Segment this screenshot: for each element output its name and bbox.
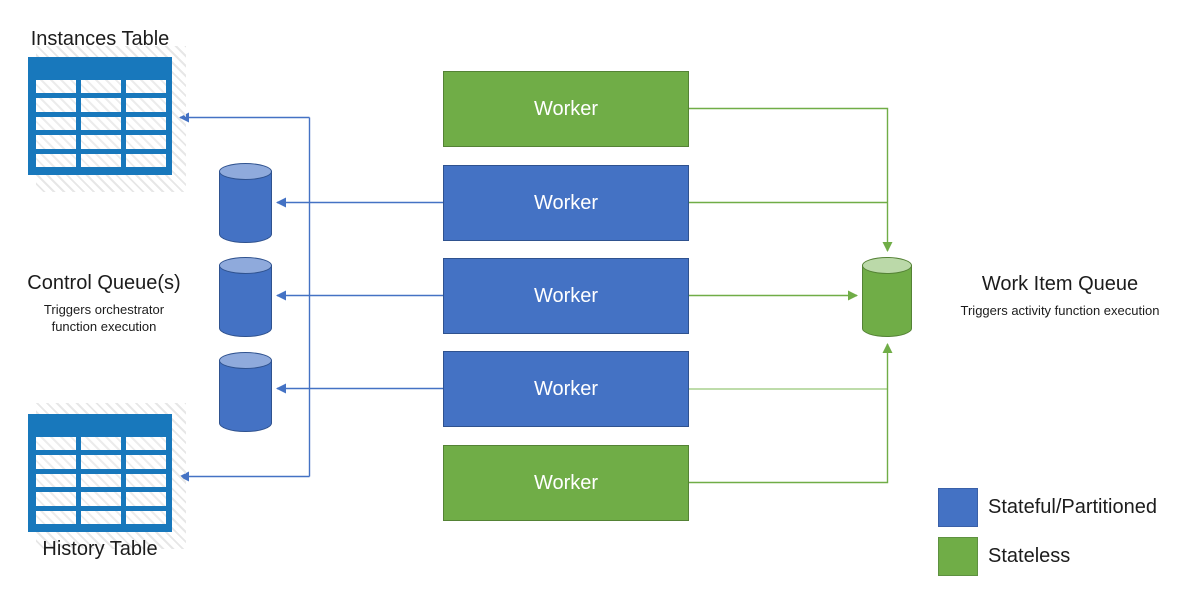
legend-label-stateless: Stateless: [988, 545, 1071, 567]
table-cell: [36, 510, 76, 524]
legend-item-stateless: Stateless: [938, 537, 1070, 576]
table-cell: [36, 116, 76, 131]
table-cell: [81, 473, 121, 488]
worker-label: Worker: [533, 284, 599, 307]
worker-box-1: Worker: [443, 71, 689, 147]
worker-label: Worker: [533, 471, 599, 494]
control-queues-subtitle-line2: function execution: [51, 319, 157, 334]
table-cell: [81, 492, 121, 506]
work-item-queue-subtitle: Triggers activity function execution: [960, 303, 1160, 318]
table-cell: [81, 135, 121, 149]
control-queue-cylinder-1: [219, 163, 272, 243]
table-cell: [126, 473, 166, 488]
control-queues-subtitle-line1: Triggers orchestrator: [43, 302, 165, 317]
cylinder-body: [862, 265, 912, 337]
cylinder-body: [219, 171, 272, 243]
work-item-queue-cylinder: [862, 257, 912, 337]
table-cell: [36, 80, 76, 94]
table-cell: [81, 116, 121, 131]
legend-swatch-stateless: [938, 537, 978, 576]
table-cell: [36, 98, 76, 112]
history-table-label: History Table: [42, 538, 158, 560]
worker-box-4: Worker: [443, 351, 689, 427]
worker-label: Worker: [533, 191, 599, 214]
legend-label-stateful: Stateful/Partitioned: [988, 496, 1157, 518]
table-cell: [126, 80, 166, 94]
table-cell: [81, 153, 121, 167]
cylinder-top: [219, 163, 272, 180]
table-cell: [81, 437, 121, 451]
worker-label: Worker: [533, 377, 599, 400]
table-cell: [81, 80, 121, 94]
table-cell: [36, 153, 76, 167]
control-queue-cylinder-3: [219, 352, 272, 432]
instances-table-icon: [28, 57, 172, 175]
worker-label: Worker: [533, 97, 599, 120]
table-cell: [36, 492, 76, 506]
work-item-queue-title: Work Item Queue: [981, 273, 1139, 295]
table-cell: [126, 510, 166, 524]
work-item-queue-annotation: Work Item Queue Triggers activity functi…: [930, 273, 1190, 319]
table-cell: [126, 437, 166, 451]
table-cell: [36, 473, 76, 488]
table-cell: [36, 135, 76, 149]
table-cell: [126, 492, 166, 506]
control-queues-subtitle: Triggers orchestrator function execution: [8, 301, 200, 335]
table-cell: [126, 116, 166, 131]
cylinder-top: [862, 257, 912, 274]
worker-box-2: Worker: [443, 165, 689, 241]
worker-box-3: Worker: [443, 258, 689, 334]
table-cell: [81, 455, 121, 469]
table-cell: [81, 98, 121, 112]
control-queue-cylinder-2: [219, 257, 272, 337]
table-cell: [36, 437, 76, 451]
table-cell: [126, 153, 166, 167]
table-cell: [126, 135, 166, 149]
cylinder-top: [219, 352, 272, 369]
control-queues-annotation: Control Queue(s) Triggers orchestrator f…: [8, 272, 200, 335]
legend-swatch-stateful: [938, 488, 978, 527]
table-cell: [81, 510, 121, 524]
control-queues-title: Control Queue(s): [27, 272, 181, 294]
table-cell: [126, 455, 166, 469]
cylinder-body: [219, 360, 272, 432]
arrow-worker1-to-work-item-queue: [689, 107, 893, 252]
arrow-worker5-to-work-item-queue: [689, 343, 893, 484]
instances-table-label: Instances Table: [30, 28, 170, 50]
table-cell: [126, 98, 166, 112]
cylinder-top: [219, 257, 272, 274]
table-cell: [36, 455, 76, 469]
worker-box-5: Worker: [443, 445, 689, 521]
legend-item-stateful: Stateful/Partitioned: [938, 488, 1157, 527]
history-table-icon: [28, 414, 172, 532]
cylinder-body: [219, 265, 272, 337]
